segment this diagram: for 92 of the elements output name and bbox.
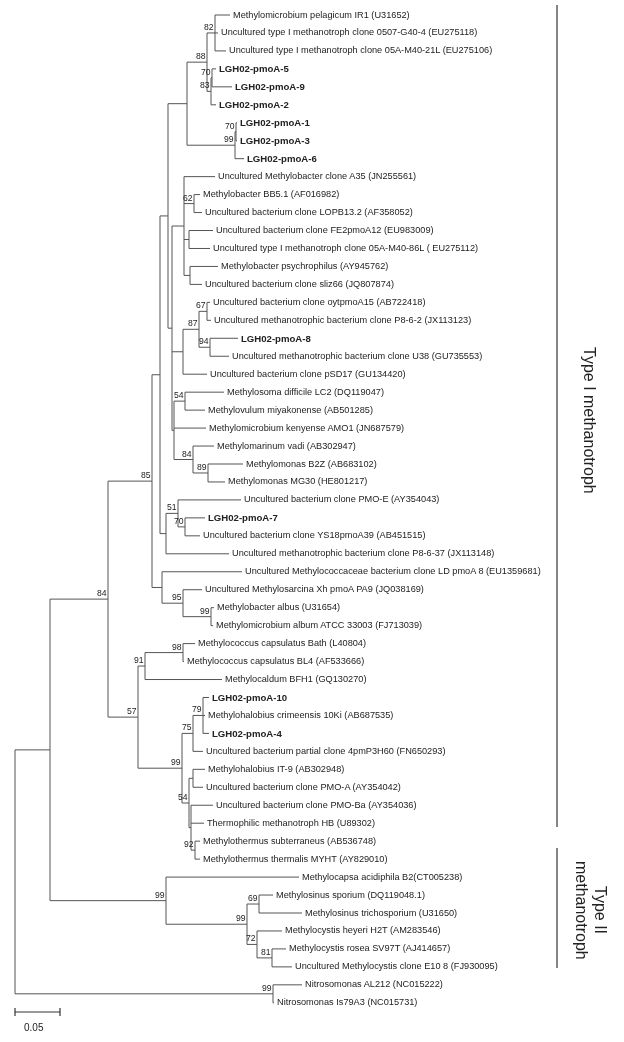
taxon-name: Methylococcus capsulatus Bath (L40804)	[198, 638, 367, 650]
taxon-name: Methylothermus thermalis MYHT (AY829010)	[203, 853, 388, 865]
taxon-name: LGH02-pmoA-6	[247, 153, 317, 165]
taxon-name: Uncultured bacterium clone pSD17 (GU134420)	[210, 368, 406, 380]
bootstrap-value: 81	[260, 947, 271, 957]
bootstrap-value: 99	[261, 983, 272, 993]
bootstrap-value: 95	[171, 593, 182, 603]
bootstrap-value: 51	[166, 503, 177, 513]
taxon-name: Methylobacter BB5.1 (AF016982)	[203, 189, 340, 201]
bootstrap-value: 85	[140, 471, 151, 481]
taxon-name: LGH02-pmoA-2	[219, 99, 289, 111]
bootstrap-value: 83	[199, 81, 210, 91]
taxon-name: Methylocystis heyeri H2T (AM283546)	[285, 925, 441, 937]
taxon-name: Methylococcus capsulatus BL4 (AF533666)	[187, 656, 365, 668]
taxon-name: Methylohalobius crimeensis 10Ki (AB687535)	[208, 709, 394, 721]
taxon-name: Methylobacter albus (U31654)	[217, 602, 341, 614]
bootstrap-value: 99	[223, 135, 234, 145]
taxon-name: LGH02-pmoA-3	[240, 135, 310, 147]
taxon-name: Methylohalobius IT-9 (AB302948)	[208, 763, 345, 775]
bootstrap-value: 62	[182, 193, 193, 203]
taxon-name: Methylobacter psychrophilus (AY945762)	[221, 260, 389, 272]
taxon-name: Methylocystis rosea SV97T (AJ414657)	[289, 943, 451, 955]
taxon-name: Uncultured methanotrophic bacterium clone P8-6-2 (JX113123)	[214, 314, 472, 326]
scale-label: 0.05	[24, 1022, 44, 1033]
taxon-name: Uncultured bacterium clone YS18pmoA39 (AB451515)	[203, 530, 426, 542]
taxon-name: Methylomonas B2Z (AB683102)	[246, 458, 377, 470]
taxon-name: Methylovulum miyakonense (AB501285)	[208, 404, 373, 416]
bootstrap-value: 70	[224, 121, 235, 131]
taxon-name: Methylomicrobium pelagicum IR1 (U31652)	[233, 9, 410, 21]
taxon-name: Uncultured bacterium clone FE2pmoA12 (EU983009)	[216, 225, 434, 236]
bootstrap-value: 99	[154, 890, 165, 900]
taxon-name: Methylomonas MG30 (HE801217)	[228, 476, 368, 488]
taxon-name: LGH02-pmoA-10	[212, 691, 288, 703]
bootstrap-value: 99	[170, 758, 181, 768]
taxon-name: Methylomicrobium album ATCC 33003 (FJ713039)	[216, 620, 423, 632]
taxon-name: Methylocapsa acidiphila B2(CT005238)	[302, 871, 463, 883]
bootstrap-value: 84	[181, 449, 192, 459]
bootstrap-value: 84	[96, 589, 107, 599]
taxon-name: Uncultured bacterium partial clone 4pmP3H60 (FN650293)	[206, 745, 446, 757]
taxon-name: Uncultured Methylobacter clone A35 (JN255561)	[218, 171, 417, 183]
bootstrap-value: 87	[187, 319, 198, 329]
taxon-name: Methylocaldum BFH1 (GQ130270)	[225, 674, 367, 685]
taxon-name: Uncultured bacterium clone sliz66 (JQ807874)	[205, 278, 394, 290]
taxon-name: Uncultured Methylococcaceae bacterium clone LD pmoA 8 (EU1359681)	[245, 566, 541, 578]
taxon-name: LGH02-pmoA-9	[235, 81, 305, 93]
taxon-name: Nitrosomonas AL212 (NC015222)	[305, 979, 443, 991]
bootstrap-value: 88	[195, 52, 206, 62]
bootstrap-value: 91	[133, 656, 144, 666]
bootstrap-value: 75	[181, 723, 192, 733]
taxon-name: Uncultured bacterium clone PMO-E (AY354043)	[244, 494, 440, 506]
taxon-name: Uncultured Methylosarcina Xh pmoA PA9 (JQ038169)	[205, 584, 424, 596]
bootstrap-value: 72	[245, 934, 256, 944]
bootstrap-value: 92	[183, 840, 194, 850]
taxon-name: Methylosoma difficile LC2 (DQ119047)	[227, 386, 384, 398]
taxon-name: Uncultured Methylocystis clone E10 8 (FJ930095)	[295, 961, 498, 973]
taxon-name: LGH02-pmoA-1	[240, 117, 310, 129]
bootstrap-value: 98	[171, 642, 182, 652]
taxon-name: Methylosinus trichosporium (U31650)	[305, 907, 458, 919]
taxon-name: Uncultured type I methanotroph clone 05A-M40-21L (EU275106)	[229, 45, 493, 57]
clade-label: Type I methanotroph	[580, 345, 599, 496]
taxon-name: LGH02-pmoA-8	[241, 332, 311, 344]
taxon-name: Uncultured type I methanotroph clone 0507-G40-4 (EU275118)	[221, 27, 478, 39]
taxon-name: LGH02-pmoA-7	[208, 512, 278, 524]
clade-label: Type II methanotroph	[572, 859, 610, 962]
taxon-name: Methylomarinum vadi (AB302947)	[217, 440, 356, 452]
bootstrap-value: 54	[177, 793, 188, 802]
bootstrap-value: 82	[203, 22, 214, 32]
taxon-name: LGH02-pmoA-4	[212, 727, 282, 739]
taxon-name: Uncultured bacterium clone PMO-Ba (AY354036)	[216, 799, 417, 811]
bootstrap-value: 79	[191, 705, 202, 715]
taxon-name: Nitrosomonas Is79A3 (NC015731)	[277, 997, 418, 1009]
taxon-name: Uncultured bacterium clone oytpmoA15 (AB722418)	[213, 296, 426, 308]
bootstrap-value: 99	[235, 914, 246, 924]
bootstrap-value: 69	[247, 894, 258, 903]
bootstrap-value: 99	[199, 606, 210, 616]
bootstrap-value: 70	[200, 67, 211, 77]
taxon-name: Methylosinus sporium (DQ119048.1)	[276, 889, 425, 901]
taxon-name: Uncultured bacterium clone PMO-A (AY354042)	[206, 781, 401, 793]
taxon-name: Uncultured methanotrophic bacterium clone U38 (GU735553)	[232, 350, 483, 362]
taxon-name: Methylomicrobium kenyense AMO1 (JN687579)	[209, 422, 405, 434]
taxon-name: Thermophilic methanotroph HB (U89302)	[207, 817, 375, 829]
bootstrap-value: 57	[126, 707, 137, 717]
bootstrap-value: 67	[195, 301, 206, 311]
taxon-name: Methylothermus subterraneus (AB536748)	[203, 835, 377, 847]
bootstrap-value: 89	[196, 462, 207, 472]
bootstrap-value: 54	[173, 391, 184, 401]
bootstrap-value: 94	[198, 337, 209, 347]
taxon-name: LGH02-pmoA-5	[219, 63, 289, 75]
taxon-name: Uncultured methanotrophic bacterium clone P8-6-37 (JX113148)	[232, 548, 495, 560]
bootstrap-value: 70	[173, 516, 184, 526]
taxon-name: Uncultured type I methanotroph clone 05A-M40-86L ( EU275112)	[213, 242, 479, 254]
taxon-name: Uncultured bacterium clone LOPB13.2 (AF358052)	[205, 207, 413, 219]
